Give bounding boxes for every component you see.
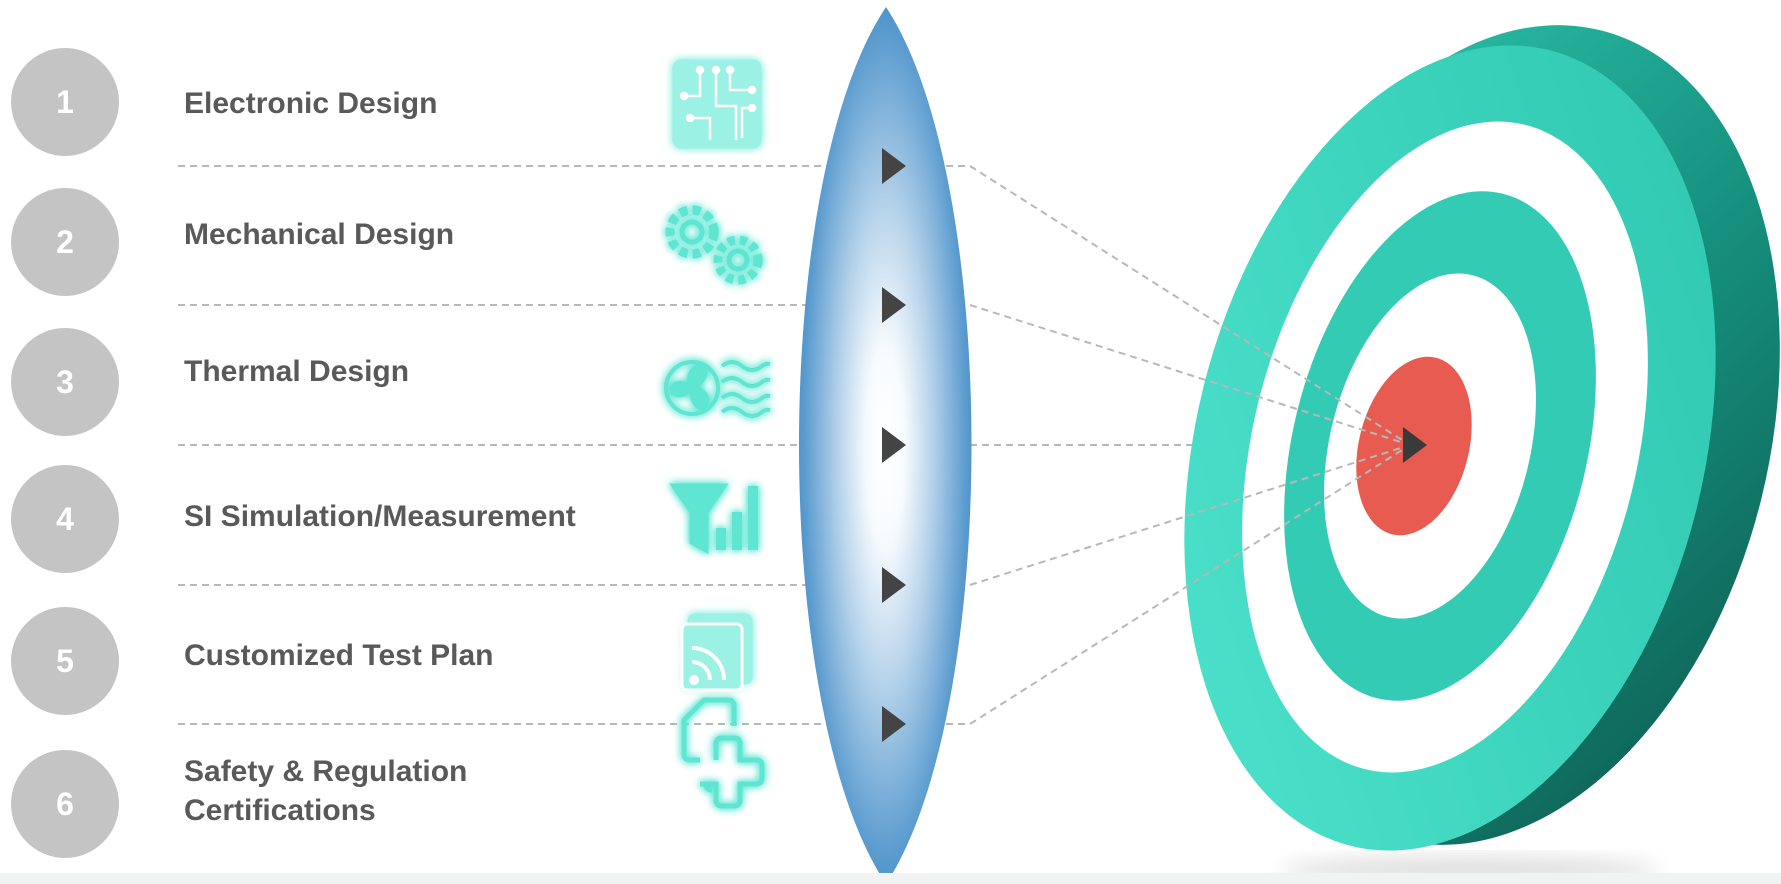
circuit-board-icon (672, 59, 762, 149)
item-label-line1: Safety & Regulation (184, 755, 468, 788)
filter-signal-bars-icon (669, 483, 758, 555)
arrow-icon (882, 706, 906, 742)
arrow-icon (882, 287, 906, 323)
arrow-icon (882, 567, 906, 603)
step-number-4: 4 (11, 465, 119, 573)
footer-band (0, 873, 1781, 884)
item-label-customized-test-plan: Customized Test Plan (184, 639, 494, 672)
target-board (1184, 25, 1780, 884)
step-number-3: 3 (11, 328, 119, 436)
lens-arrows (882, 148, 906, 742)
target-arrow-icon (1403, 427, 1427, 463)
fan-airflow-icon (664, 360, 771, 418)
item-label-si-simulation: SI Simulation/Measurement (184, 500, 576, 533)
rss-documents-icon (680, 613, 753, 692)
item-label-line2: Certifications (184, 794, 376, 827)
converging-lines (969, 165, 1411, 725)
step-number-5: 5 (11, 607, 119, 715)
arrow-icon (882, 427, 906, 463)
step-number-1: 1 (11, 48, 119, 156)
item-label-thermal-design: Thermal Design (184, 355, 410, 388)
arrow-icon (882, 148, 906, 184)
certificate-plus-icon (681, 697, 765, 809)
gears-icon (665, 205, 763, 285)
item-label-electronic-design: Electronic Design (184, 87, 438, 120)
item-label-mechanical-design: Mechanical Design (184, 218, 455, 251)
step-number-2: 2 (11, 188, 119, 296)
item-label-safety-regulation: Safety & Regulation Certifications (184, 752, 467, 830)
step-number-6: 6 (11, 750, 119, 858)
icon-column (664, 59, 771, 809)
